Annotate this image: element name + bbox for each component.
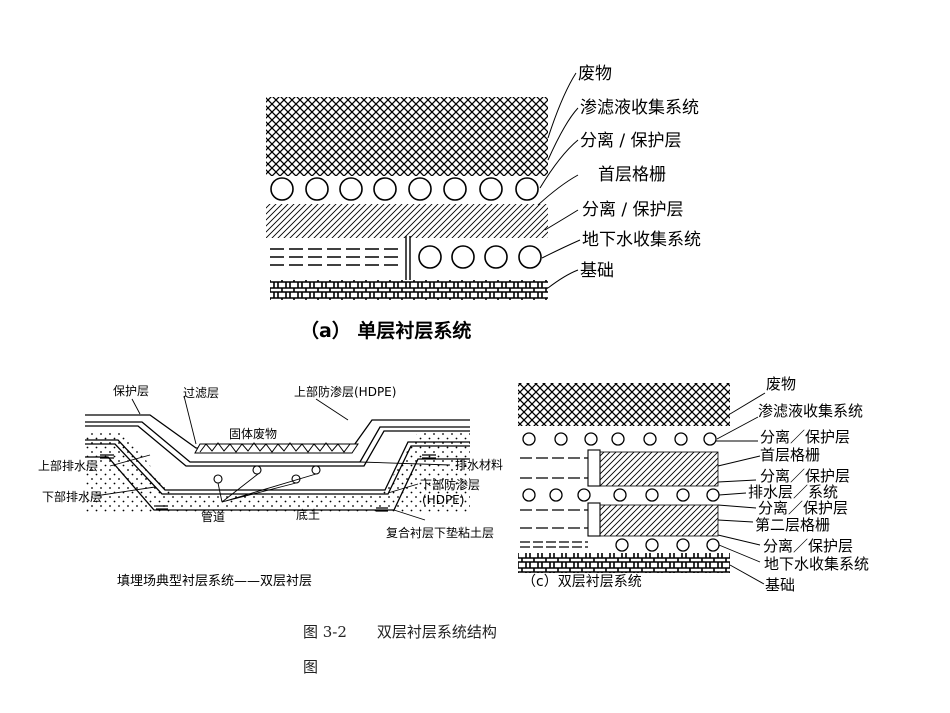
fig-b-label-subsoil: 底土 [296,507,320,522]
fig-b-label-clay: 复合衬层下垫粘土层 [386,525,494,540]
fig-b-cross-section [85,414,470,512]
fig-c-first-grid-bar [587,449,601,487]
fig-a-label-foundation: 基础 [580,261,614,281]
fig-c-label-separation-2: 分离／保护层 [760,467,850,485]
fig-c-label-second-grid: 第二层格栅 [755,516,830,534]
fig-c-leader-lines [716,392,766,585]
fig-c-groundwater-dashes [520,541,588,548]
fig-b-label-protect: 保护层 [113,384,149,398]
fig-b-upper-liner-line [85,421,470,463]
fig-c-label-separation-1: 分离／保护层 [760,428,850,446]
fig-c-second-grid-bar [587,502,601,537]
fig-b-clay-line [85,456,470,511]
fig-c-label-first-grid: 首层格栅 [760,446,820,464]
fig-a-layers [266,97,548,300]
fig-b-subsoil-fill [85,432,470,512]
fig-a-separation-layer [266,204,548,238]
fig-c-layers [518,383,730,573]
fig-a-label-waste: 废物 [578,64,612,84]
fig-c-waste-layer [518,383,730,426]
fig-c-groundwater-circles [615,538,720,552]
fig-c-label-groundwater: 地下水收集系统 [764,555,869,573]
fig-b-label-pipe: 管道 [201,509,225,524]
fig-b-leader-lines [94,395,451,521]
fig-c-foundation-layer [518,553,730,573]
fig-a-label-first-grid: 首层格栅 [598,165,666,185]
fig-c-label-leachate: 渗滤液收集系统 [758,402,863,420]
fig-c-second-grid-hatch [599,504,719,537]
fig-c-first-grid-dashes [520,457,588,479]
fig-c-label-separation-3: 分离／保护层 [758,499,848,517]
fig-a-leachate-circles [270,177,539,201]
fig-c-label-waste: 废物 [766,375,796,393]
fig-a-leader-lines [537,72,581,289]
fig-c-leachate-circles [522,432,717,446]
fig-b-pipes [213,465,321,484]
fig-b-caption: 填埋场典型衬层系统——双层衬层 [117,574,312,589]
fig-c-second-grid-dashes [520,509,588,529]
fig-b-lower-liner-line [85,439,470,491]
fig-b-label-filter: 过滤层 [183,386,219,400]
fig-a-caption: （a） 单层衬层系统 [300,319,471,342]
fig-a-foundation-layer [270,280,548,300]
fig-c-labels: 废物 渗滤液收集系统 分离／保护层 首层格栅 分离／保护层 排水层／系统 分离／… [522,375,869,594]
fig-c-caption: （c）双层衬层系统 [522,574,642,590]
fig-c-drain-circles [522,488,720,502]
fig-b-labels: 保护层 过滤层 上部防渗层(HDPE) 固体废物 排水材料 上部排水层 下部排水… [38,384,503,589]
fig-b-solid-waste [194,442,359,454]
fig-a-label-groundwater: 地下水收集系统 [582,230,701,250]
fig-b-label-lower-liner-2: (HDPE) [422,493,464,507]
fig-c-label-drain: 排水层／系统 [748,483,838,501]
fig-b-label-drain-material: 排水材料 [455,458,503,472]
fig-b-label-upper-liner: 上部防渗层(HDPE) [294,384,396,399]
fig-a-label-leachate: 渗滤液收集系统 [580,98,699,118]
fig-b-footings [100,454,436,512]
fig-a-label-separation-1: 分离 / 保护层 [580,131,682,151]
fig-a-waste-layer [266,97,548,176]
fig-b-label-solid-waste: 固体废物 [229,426,277,441]
fig-c-label-separation-4: 分离／保护层 [763,537,853,555]
fig-b-upper-liner-line-2 [85,425,470,467]
fig-a-groundwater-dashes [270,236,411,283]
fig-a-label-separation-2: 分离 / 保护层 [582,200,684,220]
figure-caption-line2: 图 [303,658,319,676]
fig-c-label-foundation: 基础 [765,576,795,594]
fig-a-labels: 废物 渗滤液收集系统 分离 / 保护层 首层格栅 分离 / 保护层 地下水收集系… [300,64,701,342]
fig-c-first-grid-hatch [599,451,719,487]
figure-caption-line1: 图 3-2 双层衬层系统结构 [303,623,497,641]
fig-b-label-lower-drain: 下部排水层 [42,489,102,504]
fig-b-lower-liner-line-2 [85,443,470,495]
fig-a-groundwater-circles [418,245,542,269]
fig-b-label-upper-drain: 上部排水层 [38,458,98,473]
fig-b-label-lower-liner-1: 下部防渗层 [420,477,480,492]
